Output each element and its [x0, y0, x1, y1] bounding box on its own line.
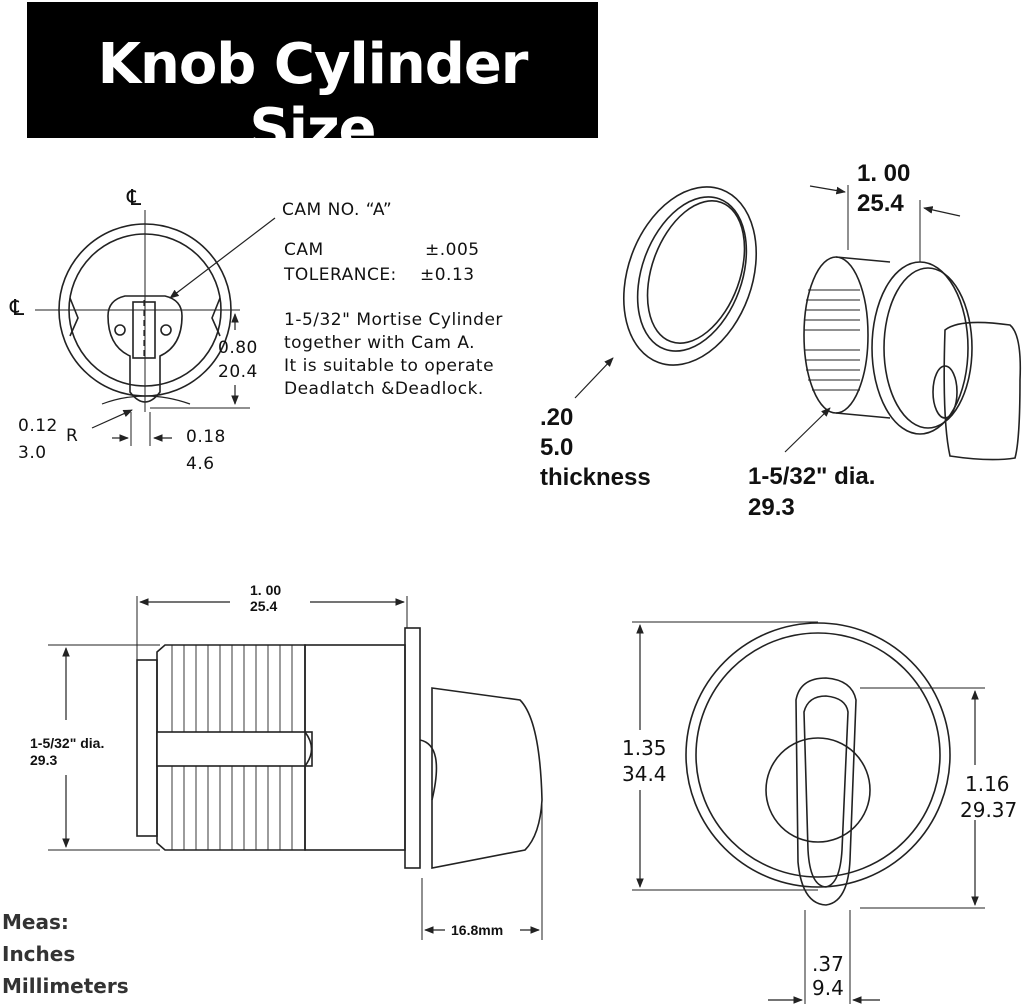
keyway-width-mm: 4.6 — [186, 454, 215, 474]
cam-tolerance-mm: ±0.13 — [420, 265, 475, 285]
description-line-4: Deadlatch &Deadlock. — [284, 379, 484, 399]
ring-thickness-label: thickness — [540, 464, 651, 491]
title-banner: Knob Cylinder Size — [27, 2, 598, 162]
tolerance-label: TOLERANCE: — [284, 265, 397, 285]
legend-unit-mm: Millimeters — [2, 974, 129, 998]
legend-heading: Meas: — [2, 910, 69, 934]
flange-diameter-inches: 1.35 — [622, 736, 667, 760]
cam-tolerance-inches: ±.005 — [425, 240, 480, 260]
perspective-length-inches: 1. 00 — [857, 160, 911, 187]
ring-thickness-mm: 5.0 — [540, 434, 574, 461]
description-line-2: together with Cam A. — [284, 333, 476, 353]
knob-height-mm: 29.37 — [960, 798, 1018, 822]
keyway-height-inches: 0.80 — [218, 338, 258, 358]
description-line-1: 1-5/32" Mortise Cylinder — [284, 310, 503, 330]
side-length-inches: 1. 00 — [250, 582, 282, 598]
page-title: Knob Cylinder Size — [97, 32, 529, 162]
centerline-symbol-horizontal: ℄ — [10, 296, 25, 321]
radius-inches: 0.12 — [18, 416, 58, 436]
description-line-3: It is suitable to operate — [284, 356, 495, 376]
ring-thickness-inches: .20 — [540, 404, 574, 431]
radius-symbol: R — [66, 426, 79, 446]
side-length-mm: 25.4 — [250, 598, 278, 614]
front-view-drawing — [35, 210, 276, 446]
keyway-height-mm: 20.4 — [218, 362, 258, 382]
end-view-drawing — [632, 621, 985, 1004]
side-diameter-inches: 1-5/32" dia. — [30, 735, 105, 751]
legend-unit-inches: Inches — [2, 942, 76, 966]
knob-height-inches: 1.16 — [965, 772, 1010, 796]
knob-length: 16.8mm — [451, 922, 504, 938]
knob-width-inches: .37 — [812, 952, 844, 976]
centerline-symbol-vertical: ℄ — [127, 186, 142, 211]
cam-label: CAM — [284, 240, 324, 260]
knob-width-mm: 9.4 — [812, 976, 844, 1000]
perspective-length-mm: 25.4 — [857, 190, 904, 217]
side-view-drawing — [48, 596, 543, 940]
perspective-diameter-mm: 29.3 — [748, 494, 795, 521]
side-diameter-mm: 29.3 — [30, 752, 58, 768]
keyway-width-inches: 0.18 — [186, 427, 226, 447]
radius-mm: 3.0 — [18, 443, 47, 463]
perspective-diameter-inches: 1-5/32" dia. — [748, 463, 876, 490]
flange-diameter-mm: 34.4 — [622, 762, 667, 786]
perspective-view-drawing — [574, 185, 1022, 461]
cam-number-label: CAM NO. “A” — [282, 200, 393, 220]
